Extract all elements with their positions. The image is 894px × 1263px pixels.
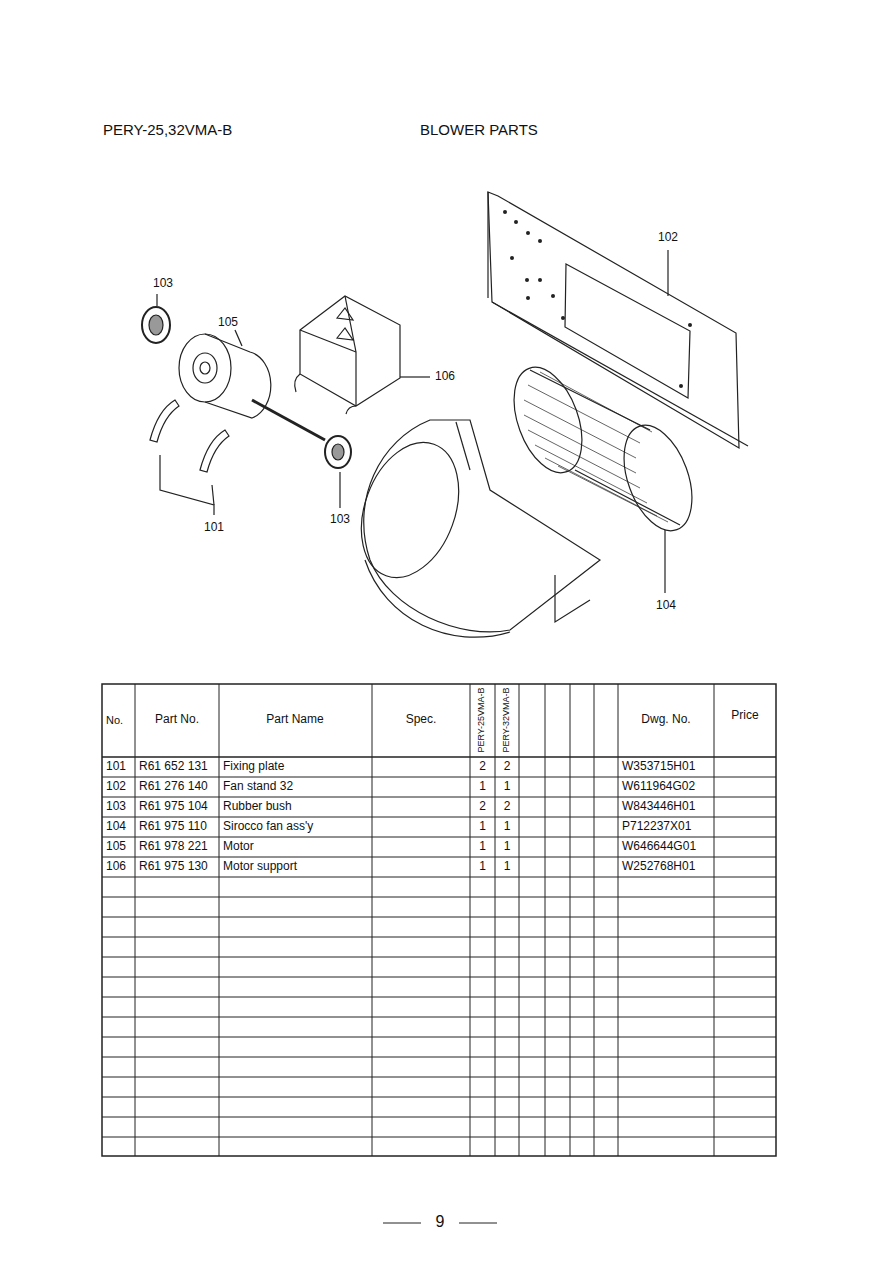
table-cell: 104 bbox=[106, 820, 126, 833]
table-cell: 1 bbox=[504, 780, 511, 793]
table-header: Part Name bbox=[266, 713, 323, 726]
table-cell: 1 bbox=[479, 820, 486, 833]
table-cell: 1 bbox=[504, 860, 511, 873]
table-cell: P712237X01 bbox=[622, 820, 691, 833]
callout-number: 104 bbox=[656, 599, 676, 612]
callout-number: 106 bbox=[435, 370, 455, 383]
callout-number: 103 bbox=[330, 513, 350, 526]
table-cell: 103 bbox=[106, 800, 126, 813]
table-cell: R61 978 221 bbox=[139, 840, 208, 853]
section-title: BLOWER PARTS bbox=[420, 122, 538, 139]
table-cell: 101 bbox=[106, 760, 126, 773]
table-cell: 102 bbox=[106, 780, 126, 793]
table-header: Spec. bbox=[406, 713, 437, 726]
table-cell: 2 bbox=[504, 760, 511, 773]
table-cell: 105 bbox=[106, 840, 126, 853]
callout-number: 105 bbox=[218, 316, 238, 329]
callout-number: 102 bbox=[658, 231, 678, 244]
table-cell: Fixing plate bbox=[223, 760, 284, 773]
table-header: PERY-25VMA-B bbox=[477, 687, 487, 752]
table-cell: W646644G01 bbox=[622, 840, 696, 853]
table-cell: Rubber bush bbox=[223, 800, 292, 813]
callout-number: 103 bbox=[153, 277, 173, 290]
table-cell: R61 652 131 bbox=[139, 760, 208, 773]
table-cell: R61 276 140 bbox=[139, 780, 208, 793]
table-cell: R61 975 110 bbox=[139, 820, 207, 833]
table-cell: W843446H01 bbox=[622, 800, 695, 813]
page-number: 9 bbox=[436, 1213, 445, 1231]
table-header: Part No. bbox=[155, 713, 199, 726]
table-cell: Fan stand 32 bbox=[223, 780, 293, 793]
table-header: Dwg. No. bbox=[641, 713, 690, 726]
table-cell: Motor bbox=[223, 840, 254, 853]
table-cell: 1 bbox=[504, 820, 511, 833]
table-cell: 2 bbox=[504, 800, 511, 813]
table-cell: 1 bbox=[504, 840, 511, 853]
table-cell: W611964G02 bbox=[622, 780, 695, 793]
table-cell: R61 975 104 bbox=[139, 800, 208, 813]
table-cell: 106 bbox=[106, 860, 126, 873]
table-cell: 2 bbox=[479, 760, 486, 773]
table-cell: W252768H01 bbox=[622, 860, 695, 873]
table-cell: R61 975 130 bbox=[139, 860, 208, 873]
table-cell: 1 bbox=[479, 840, 486, 853]
table-cell: W353715H01 bbox=[622, 760, 695, 773]
table-cell: Sirocco fan ass'y bbox=[223, 820, 313, 833]
table-header: PERY-32VMA-B bbox=[502, 687, 512, 752]
table-header: Price bbox=[731, 709, 758, 722]
table-header: No. bbox=[106, 714, 123, 726]
table-cell: 1 bbox=[479, 860, 486, 873]
callout-number: 101 bbox=[204, 521, 224, 534]
table-cell: 1 bbox=[479, 780, 486, 793]
table-cell: Motor support bbox=[223, 860, 297, 873]
table-cell: 2 bbox=[479, 800, 486, 813]
model-title: PERY-25,32VMA-B bbox=[103, 122, 232, 139]
